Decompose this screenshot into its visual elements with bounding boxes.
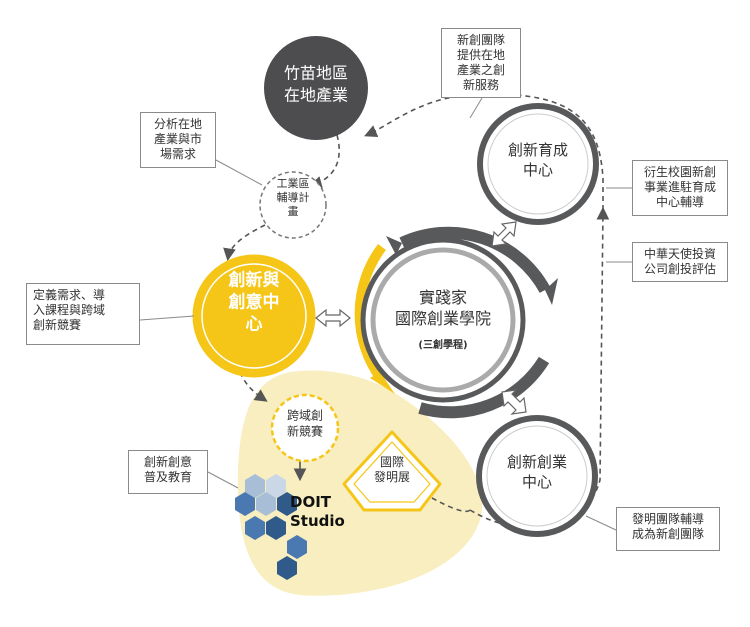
flow-startup-loop <box>469 206 610 529</box>
innovation-center-label: 創新與創意中心 <box>228 270 280 335</box>
incubation-center-ring <box>477 103 599 225</box>
flow-local-to-plan <box>308 134 340 189</box>
flow-expo-to-startup <box>431 497 471 513</box>
competition-label: 跨域創新競賽 <box>287 409 323 439</box>
doit-hexagons <box>235 474 307 580</box>
academy-arcs <box>354 226 558 419</box>
callout-invention-teams: 發明團隊輔導 成為新創團隊 <box>616 507 720 551</box>
callout-education: 創新創意 普及教育 <box>128 450 208 494</box>
invention-expo-label: 國際發明展 <box>374 455 410 484</box>
invention-expo-frame <box>342 430 442 512</box>
two-way-arrow-innovation-academy <box>315 308 351 328</box>
two-way-arrow-academy-startup <box>501 389 527 415</box>
local-industry-label: 竹苗地區在地產業 <box>284 64 348 105</box>
industrial-plan-circle <box>259 171 327 239</box>
competition-circle <box>270 393 340 463</box>
callout-angel-investment: 中華天使投資 公司創投評估 <box>632 242 728 282</box>
startup-center-ring <box>476 415 598 537</box>
local-industry-circle <box>264 36 368 140</box>
two-way-arrow-academy-incubation <box>491 221 517 247</box>
startup-center-label: 創新創業中心 <box>507 453 567 491</box>
callout-analyze-market: 分析在地 產業與市 場需求 <box>140 112 216 168</box>
callout-define-needs: 定義需求、導 入課程與跨域 創新競賽 <box>26 283 140 345</box>
callout-startup-teams-service: 新創團隊 提供在地 產業之創 新服務 <box>441 28 521 98</box>
incubation-center-label: 創新育成中心 <box>508 141 568 179</box>
academy-title: 實踐家國際創業學院 <box>395 288 491 328</box>
callout-campus-startups: 衍生校園新創 事業進駐育成 中心輔導 <box>632 160 728 216</box>
academy-inner-ring <box>370 247 516 393</box>
flow-incubation-to-local <box>364 93 604 210</box>
flow-plan-to-innovation <box>223 224 266 262</box>
flow-innovation-to-competition <box>234 354 268 402</box>
two-way-arrows <box>315 221 527 415</box>
academy-subtitle: (三創學程) <box>418 338 467 351</box>
industrial-plan-label: 工業區輔導計畫 <box>277 177 310 218</box>
